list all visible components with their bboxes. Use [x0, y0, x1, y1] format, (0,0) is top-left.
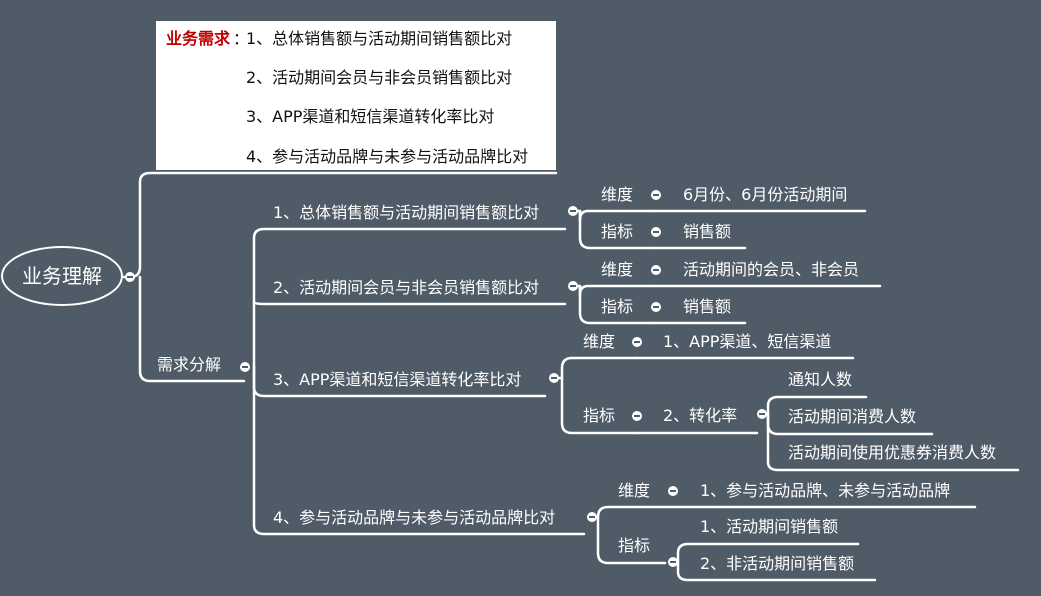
requirements-note: 业务需求 ： 1、总体销售额与活动期间销售额比对 2、活动期间会员与非会员销售额…: [156, 21, 556, 170]
note-colon: ：: [233, 29, 250, 48]
collapse-icon[interactable]: [240, 362, 250, 372]
note-title: 业务需求: [166, 29, 231, 48]
collapse-icon[interactable]: [632, 337, 642, 347]
branch-2-metric-value[interactable]: 销售额: [683, 297, 732, 316]
branch-4-metric-label[interactable]: 指标: [618, 536, 651, 555]
branch-4-dimension-value[interactable]: 1、参与活动品牌、未参与活动品牌: [700, 481, 951, 500]
branch-3-metric-child-3[interactable]: 活动期间使用优惠券消费人数: [788, 443, 997, 462]
branch-2-dimension-value[interactable]: 活动期间的会员、非会员: [683, 260, 860, 279]
note-item-2: 2、活动期间会员与非会员销售额比对: [246, 68, 513, 87]
collapse-icon[interactable]: [125, 272, 135, 282]
branch-4-dimension-label[interactable]: 维度: [618, 481, 651, 500]
branch-3-metric-child-1[interactable]: 通知人数: [788, 370, 853, 389]
branch-1-dimension-label[interactable]: 维度: [601, 185, 634, 204]
collapse-icon[interactable]: [568, 281, 578, 291]
collapse-icon[interactable]: [587, 512, 597, 522]
branch-1-label[interactable]: 1、总体销售额与活动期间销售额比对: [273, 203, 540, 222]
collapse-icon[interactable]: [651, 227, 661, 237]
collapse-icon[interactable]: [668, 486, 678, 496]
branch-2-dimension-label[interactable]: 维度: [601, 260, 634, 279]
branch-3-dimension-label[interactable]: 维度: [583, 332, 616, 351]
branch-1-dimension-value[interactable]: 6月份、6月份活动期间: [683, 185, 848, 204]
branch-3-metric-child-2[interactable]: 活动期间消费人数: [788, 407, 917, 426]
root-label: 业务理解: [22, 264, 102, 288]
note-item-3: 3、APP渠道和短信渠道转化率比对: [246, 107, 495, 126]
branch-1-metric-value[interactable]: 销售额: [683, 222, 732, 241]
analysis-node-label[interactable]: 需求分解: [157, 355, 222, 374]
branch-4-label[interactable]: 4、参与活动品牌与未参与活动品牌比对: [273, 508, 556, 527]
collapse-icon[interactable]: [668, 557, 678, 567]
collapse-icon[interactable]: [568, 206, 578, 216]
note-item-1: 1、总体销售额与活动期间销售额比对: [246, 29, 513, 48]
collapse-icon[interactable]: [651, 265, 661, 275]
note-item-4: 4、参与活动品牌与未参与活动品牌比对: [246, 147, 529, 166]
branch-2-label[interactable]: 2、活动期间会员与非会员销售额比对: [273, 278, 540, 297]
root-node[interactable]: 业务理解: [1, 246, 123, 306]
branch-3-metric-label[interactable]: 指标: [583, 406, 616, 425]
branch-3-metric-value[interactable]: 2、转化率: [663, 406, 738, 425]
branch-2-metric-label[interactable]: 指标: [601, 297, 634, 316]
branch-3-label[interactable]: 3、APP渠道和短信渠道转化率比对: [273, 370, 522, 389]
branch-3-dimension-value[interactable]: 1、APP渠道、短信渠道: [663, 332, 832, 351]
branch-4-metric-child-2[interactable]: 2、非活动期间销售额: [700, 554, 855, 573]
collapse-icon[interactable]: [632, 411, 642, 421]
collapse-icon[interactable]: [757, 409, 767, 419]
collapse-icon[interactable]: [651, 302, 661, 312]
collapse-icon[interactable]: [549, 373, 559, 383]
branch-4-metric-child-1[interactable]: 1、活动期间销售额: [700, 517, 839, 536]
collapse-icon[interactable]: [651, 190, 661, 200]
branch-1-metric-label[interactable]: 指标: [601, 222, 634, 241]
